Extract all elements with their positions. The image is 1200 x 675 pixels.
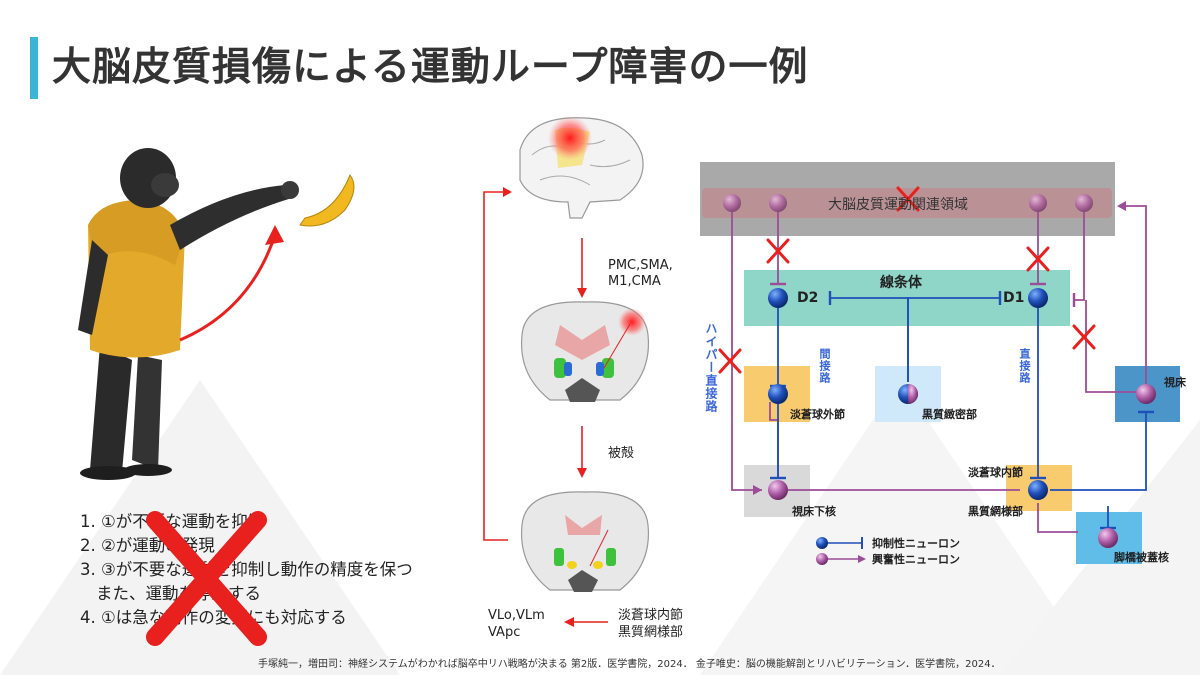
list-item: 4. ①は急な動作の変更にも対応する bbox=[80, 608, 347, 627]
striatum-label: 線条体 bbox=[880, 275, 922, 291]
gpe-label: 淡蒼球外節 bbox=[790, 408, 845, 421]
gpi-label: 淡蒼球内節 bbox=[968, 466, 1023, 479]
output-label-1: VLo,VLm bbox=[488, 608, 545, 623]
hyperdirect-pathway-label: ハイパー直接路 bbox=[704, 322, 718, 413]
gorilla-throwing-illustration bbox=[78, 148, 355, 480]
source-label-1: 淡蒼球内節 bbox=[618, 608, 684, 623]
snr-label: 黒質網様部 bbox=[968, 505, 1023, 518]
legend-inhibitory-label: 抑制性ニューロン bbox=[872, 537, 960, 550]
ppn-label: 脚橋被蓋核 bbox=[1114, 551, 1169, 564]
circuit-figure bbox=[700, 162, 1181, 565]
large-cross-mark-icon bbox=[146, 511, 267, 646]
indirect-pathway-label: 間接路 bbox=[818, 348, 831, 384]
d2-label: D2 bbox=[797, 290, 819, 306]
list-item: 1. ①が不要な運動を抑制 bbox=[80, 512, 265, 531]
pathway-label-putamen: 被殻 bbox=[608, 446, 635, 461]
d1-label: D1 bbox=[1003, 290, 1025, 306]
basal-ganglia-circuit-diagram: 大脳皮質運動関連領域 線条体 D2 D1 ハイパー直接路 間接路 直接路 淡蒼球… bbox=[700, 160, 1186, 580]
output-label-2: VApc bbox=[488, 625, 521, 640]
direct-pathway-label: 直接路 bbox=[1018, 348, 1031, 384]
citation: 手塚純一，増田司：神経システムがわかれば脳卒中リハ戦略が決まる 第2版．医学書院… bbox=[258, 659, 1001, 670]
brain-pathway-column: PMC,SMA, M1,CMA 被殻 VLo,VLm VApc 淡蒼球内節 黒質… bbox=[470, 110, 710, 655]
brain-pathway-figure bbox=[483, 116, 650, 627]
pathway-label-cortex: PMC,SMA, M1,CMA bbox=[608, 258, 673, 289]
snc-label: 黒質緻密部 bbox=[922, 408, 977, 421]
stn-label: 視床下核 bbox=[792, 505, 836, 518]
legend-excitatory-label: 興奮性ニューロン bbox=[872, 553, 960, 566]
page-title: 大脳皮質損傷による運動ループ障害の一例 bbox=[52, 45, 809, 90]
source-label-2: 黒質網様部 bbox=[618, 625, 684, 640]
thalamus-label: 視床 bbox=[1164, 376, 1186, 389]
list-item: 3. ③が不要な運動を抑制し動作の精度を保つ bbox=[80, 560, 413, 579]
title-accent-bar bbox=[30, 37, 38, 99]
cortex-label: 大脳皮質運動関連領域 bbox=[828, 197, 968, 213]
